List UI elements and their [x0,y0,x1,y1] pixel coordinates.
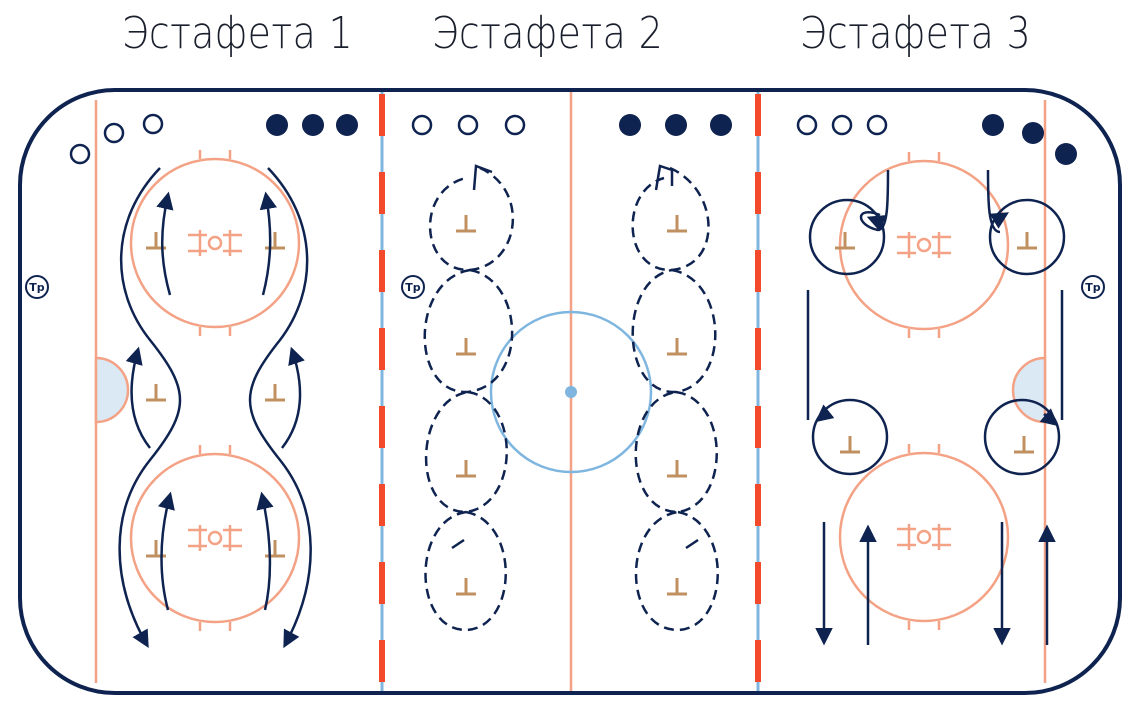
relay-3-title: Эстафета 3 [800,8,1032,59]
goal-crease-left [94,356,130,424]
players-team-filled [266,114,1077,165]
faceoff-circle-right-top [838,152,1010,338]
center-circle [489,310,653,474]
coach-label: Тр [1085,281,1101,294]
faceoff-circle-right-bottom [838,444,1010,630]
relay-1-paths [118,167,312,649]
faceoff-dot-left-top [188,230,242,256]
coach-icon-left: Тр [25,275,49,299]
coach-icon-center: Тр [401,275,425,299]
faceoff-dot-right-bottom [897,524,951,550]
players-team-open [69,113,888,165]
coach-label: Тр [29,281,45,294]
relay-2-title: Эстафета 2 [432,8,664,59]
faceoff-dot-right-top [897,232,951,258]
faceoff-circle-left-bottom [129,445,301,631]
center-dot [565,386,577,398]
goal-crease-right [1011,356,1047,424]
coach-icon-right: Тр [1081,275,1105,299]
cone-icons [146,215,1037,596]
relay-3-paths [806,169,1066,646]
coach-label: Тр [405,281,421,294]
faceoff-dot-left-bottom [188,525,242,551]
relay-2-start-markers [451,164,699,550]
relay-2-paths [423,166,719,632]
faceoff-circle-left-top [129,150,301,336]
relay-1-title: Эстафета 1 [122,8,354,59]
